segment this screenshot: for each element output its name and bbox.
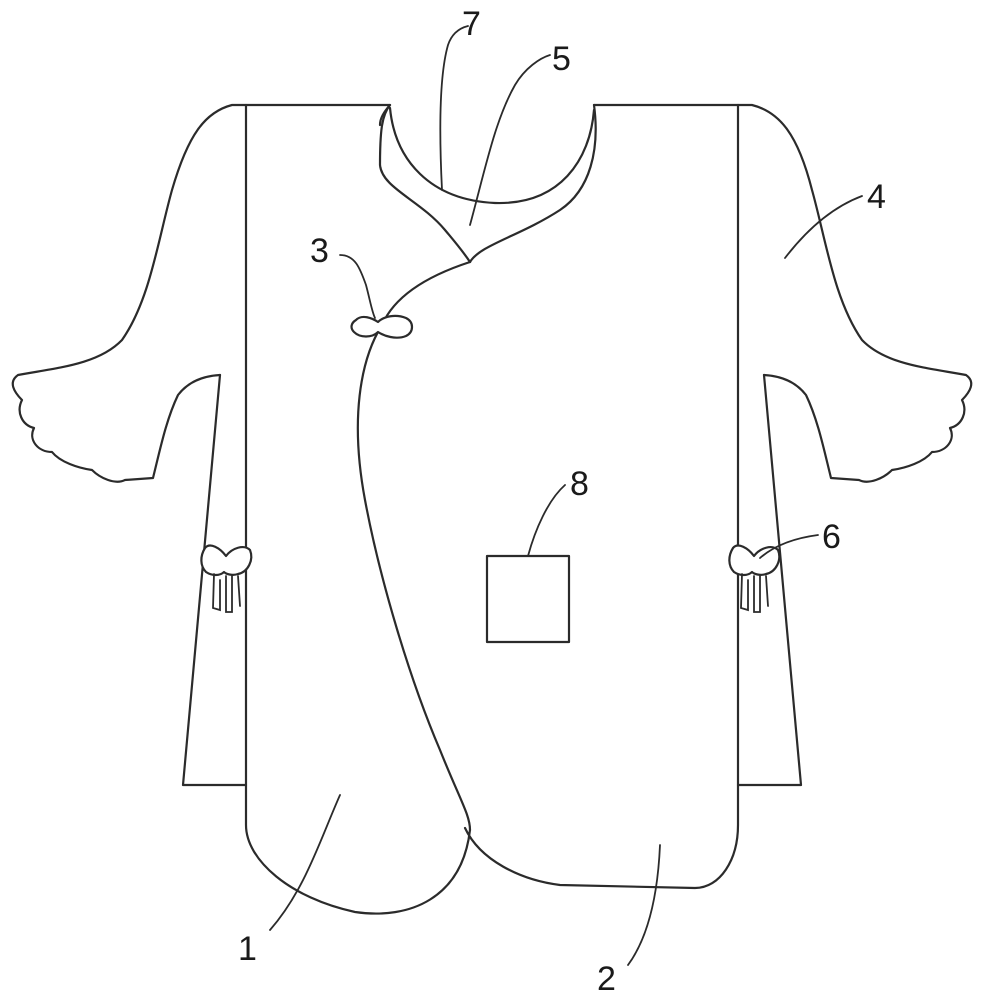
left-side-panel: [181, 373, 248, 787]
right-sleeve: [736, 103, 973, 483]
label-1: 1: [238, 930, 257, 968]
leader-7: [439, 25, 469, 191]
left-sleeve: [11, 103, 248, 483]
label-7: 7: [462, 5, 481, 43]
leader-5: [469, 54, 551, 226]
right-side-panel: [736, 373, 803, 787]
overlap-seam: [356, 260, 472, 832]
tie-3-bow: [350, 314, 414, 339]
label-6: 6: [822, 518, 841, 556]
leader-8: [527, 484, 566, 557]
label-2: 2: [597, 960, 616, 998]
leader-4: [784, 195, 863, 259]
leader-2: [627, 844, 661, 966]
label-4: 4: [867, 178, 886, 216]
collar-right: [468, 103, 597, 264]
collar-inner: [388, 106, 596, 205]
pocket-8: [485, 554, 571, 644]
leader-3: [339, 254, 376, 319]
right-waist-tie: [728, 544, 781, 613]
label-3: 3: [310, 232, 329, 270]
label-8: 8: [570, 465, 589, 503]
left-waist-tie: [200, 544, 253, 613]
label-5: 5: [552, 40, 571, 78]
leader-1: [269, 794, 341, 931]
gown-body: [244, 103, 740, 915]
collar: [378, 103, 472, 264]
leader-6: [759, 534, 819, 559]
